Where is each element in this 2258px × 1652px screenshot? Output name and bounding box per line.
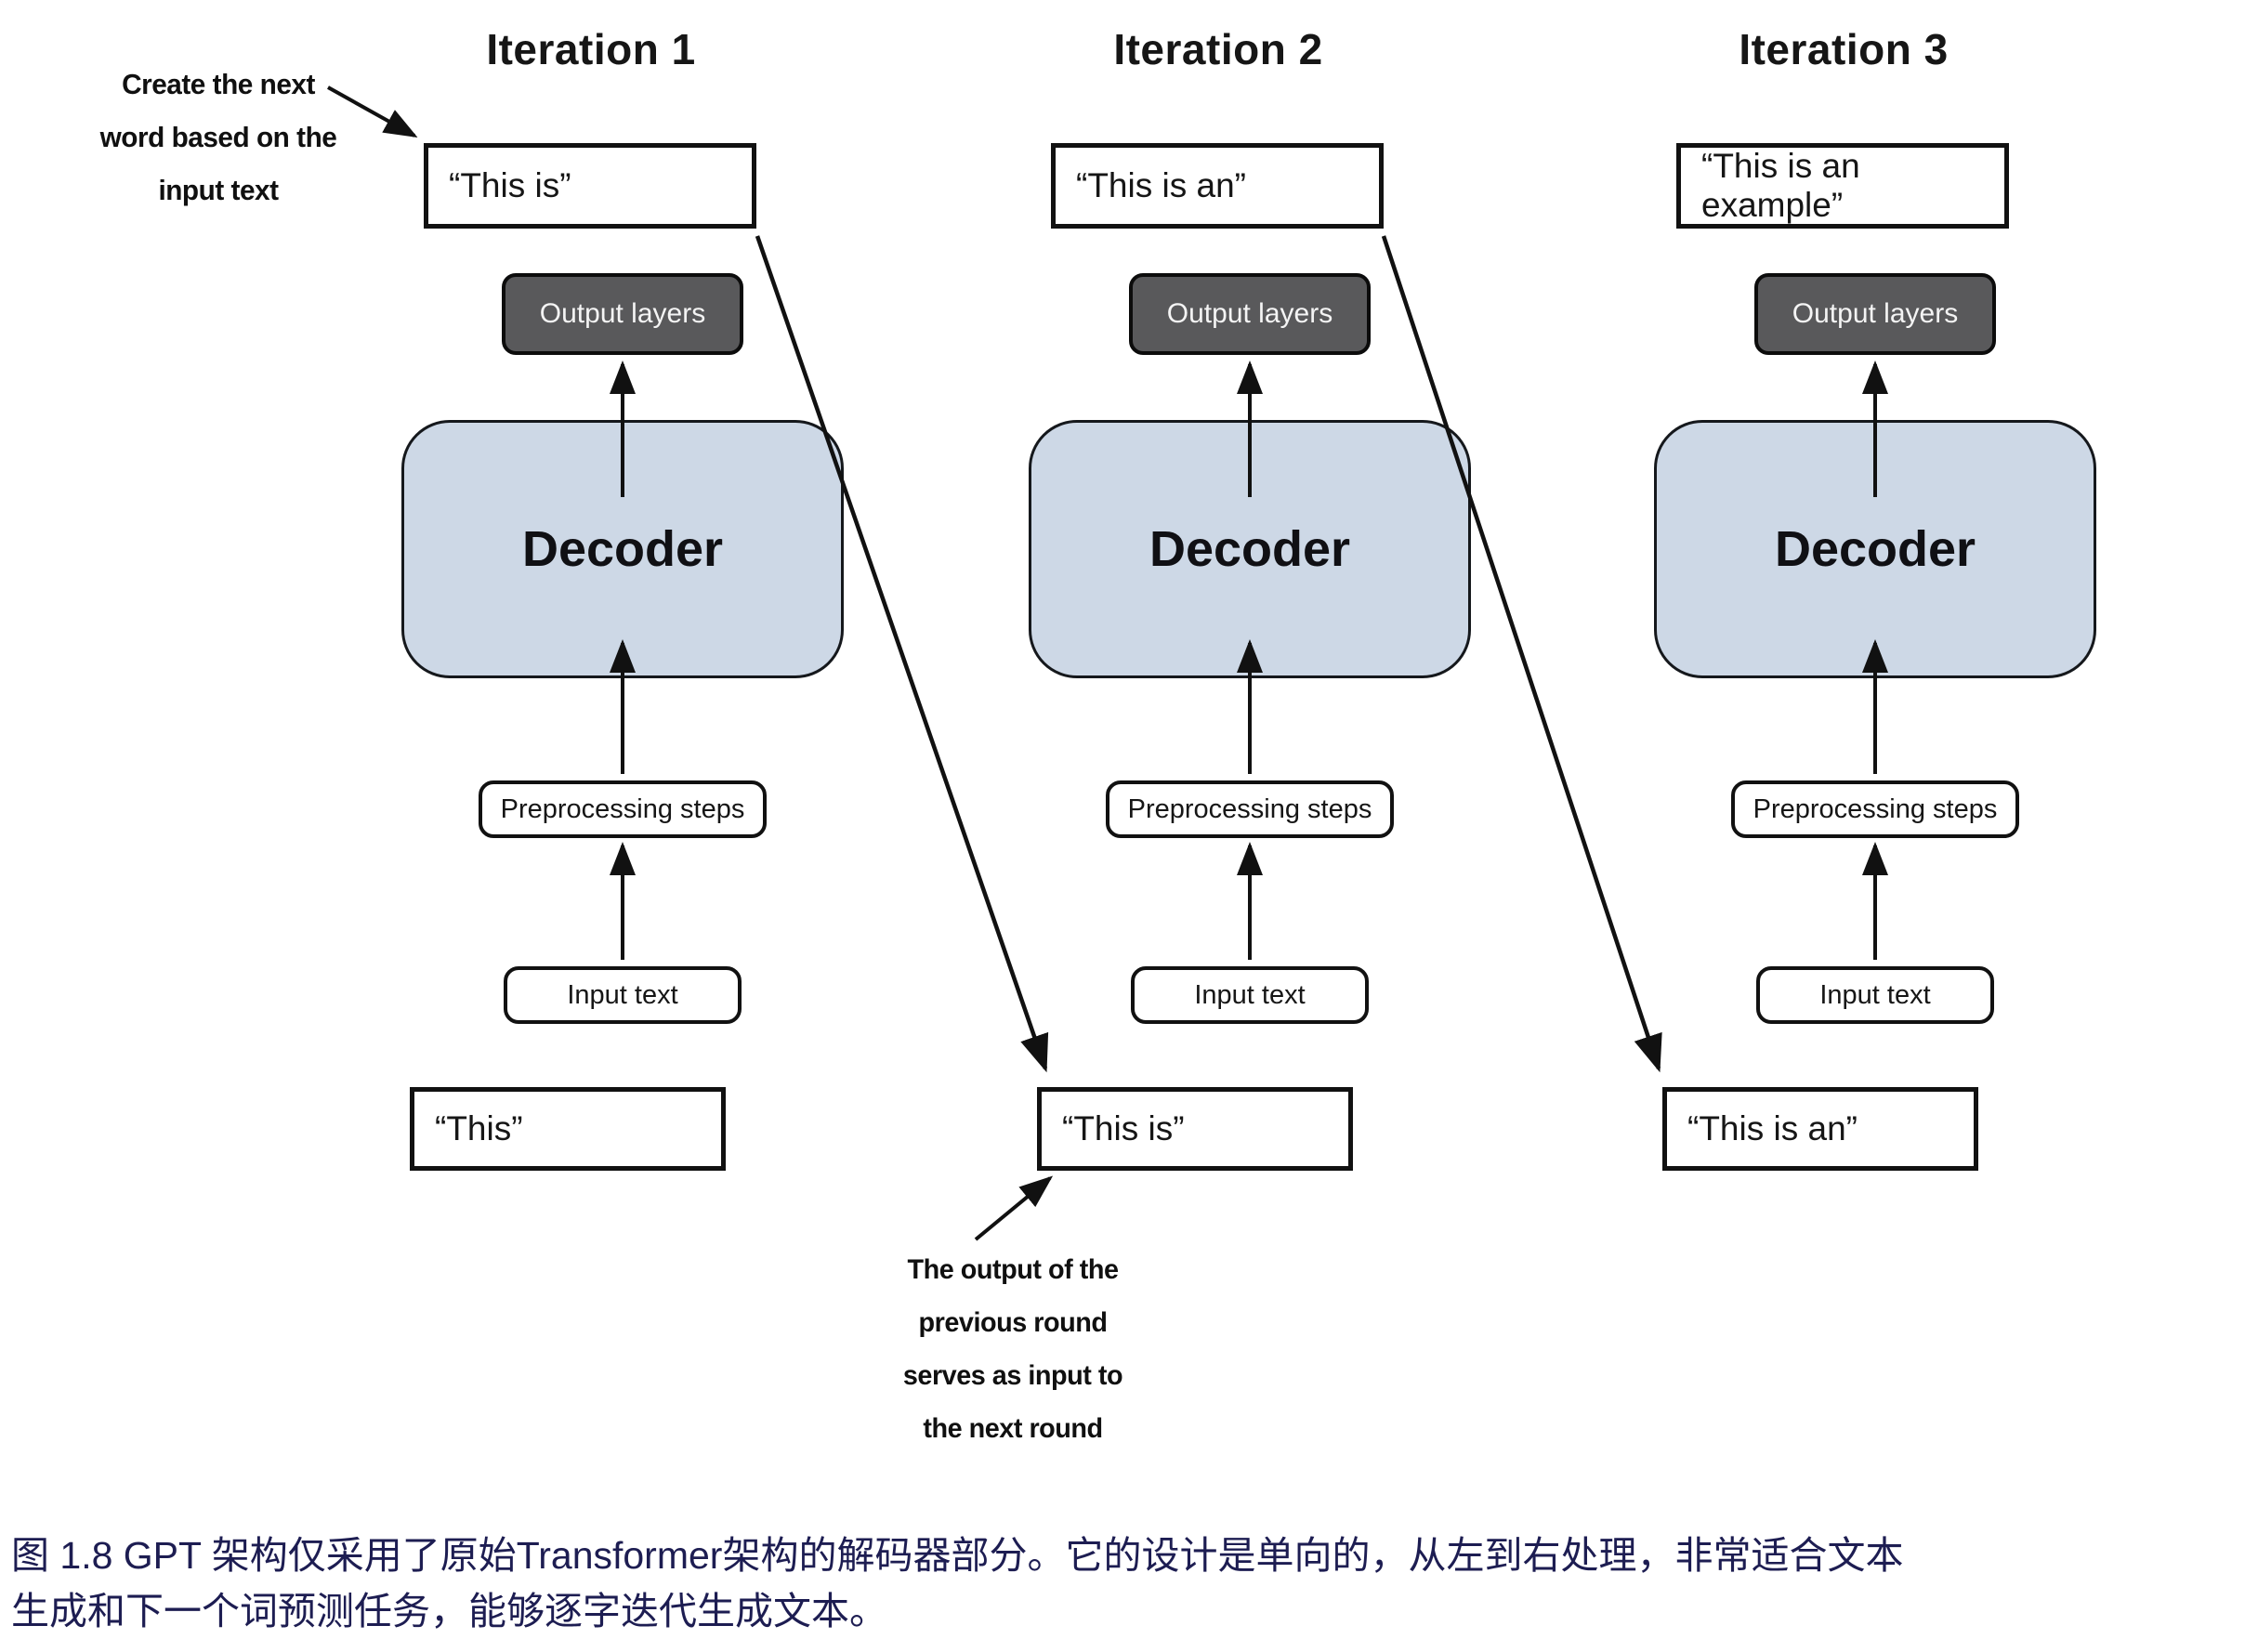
iteration-3-output-layers-box: Output layers xyxy=(1754,273,1996,355)
iteration-2-output-layers-box: Output layers xyxy=(1129,273,1371,355)
iteration-2-decoder-box: Decoder xyxy=(1029,420,1471,678)
iteration-1-output-text-box: “This is” xyxy=(424,143,756,229)
annotation-arrow-bottom-mid xyxy=(974,1175,1054,1241)
iteration-1-output-text: “This is” xyxy=(449,166,571,204)
iteration-3-input-quote-box: “This is an” xyxy=(1662,1087,1978,1171)
iteration-3-column: Iteration 3 “This is an example” Output … xyxy=(1654,24,2096,1176)
figure-caption: 图 1.8 GPT 架构仅采用了原始Transformer架构的解码器部分。它的… xyxy=(11,1527,2247,1639)
iteration-2-preprocessing-box: Preprocessing steps xyxy=(1106,780,1394,838)
iteration-3-input-text-box: Input text xyxy=(1756,966,1994,1024)
iteration-3-preprocessing-box: Preprocessing steps xyxy=(1731,780,2019,838)
iteration-1-preprocessing-box: Preprocessing steps xyxy=(479,780,767,838)
annotation-line: word based on the xyxy=(99,121,337,153)
annotation-line: serves as input to xyxy=(902,1360,1123,1391)
annotation-line: input text xyxy=(158,174,279,206)
annotation-create-next-word: Create the next word based on the input … xyxy=(72,58,366,216)
iteration-2-column: Iteration 2 “This is an” Output layers D… xyxy=(1029,24,1471,1176)
iteration-2-title: Iteration 2 xyxy=(1113,25,1323,73)
annotation-line: previous round xyxy=(918,1307,1108,1338)
annotation-output-serves-input: The output of the previous round serves … xyxy=(874,1243,1151,1455)
annotation-line: Create the next xyxy=(122,68,315,100)
iteration-1-input-text-box: Input text xyxy=(504,966,742,1024)
annotation-line: the next round xyxy=(923,1413,1103,1444)
iteration-2-output-text-box: “This is an” xyxy=(1051,143,1384,229)
iteration-3-output-text: “This is an example” xyxy=(1701,147,1860,224)
figure-caption-line-1: 图 1.8 GPT 架构仅采用了原始Transformer架构的解码器部分。它的… xyxy=(11,1534,1904,1577)
iteration-2-input-text-box: Input text xyxy=(1131,966,1369,1024)
iteration-2-input-quote: “This is” xyxy=(1062,1109,1185,1147)
iteration-2-output-text: “This is an” xyxy=(1076,166,1246,204)
iteration-3-input-quote: “This is an” xyxy=(1687,1109,1858,1147)
iteration-1-title: Iteration 1 xyxy=(486,25,696,73)
figure-caption-line-2: 生成和下一个词预测任务，能够逐字迭代生成文本。 xyxy=(11,1590,887,1632)
annotation-line: The output of the xyxy=(907,1254,1119,1285)
iteration-3-title: Iteration 3 xyxy=(1739,25,1949,73)
iteration-1-input-quote-box: “This” xyxy=(410,1087,726,1171)
iteration-2-input-quote-box: “This is” xyxy=(1037,1087,1353,1171)
iteration-1-column: Iteration 1 “This is” Output layers Deco… xyxy=(401,24,844,1176)
iteration-3-decoder-box: Decoder xyxy=(1654,420,2096,678)
iteration-1-decoder-box: Decoder xyxy=(401,420,844,678)
iteration-1-input-quote: “This” xyxy=(435,1109,523,1147)
iteration-1-output-layers-box: Output layers xyxy=(502,273,743,355)
iteration-3-output-text-box: “This is an example” xyxy=(1676,143,2009,229)
